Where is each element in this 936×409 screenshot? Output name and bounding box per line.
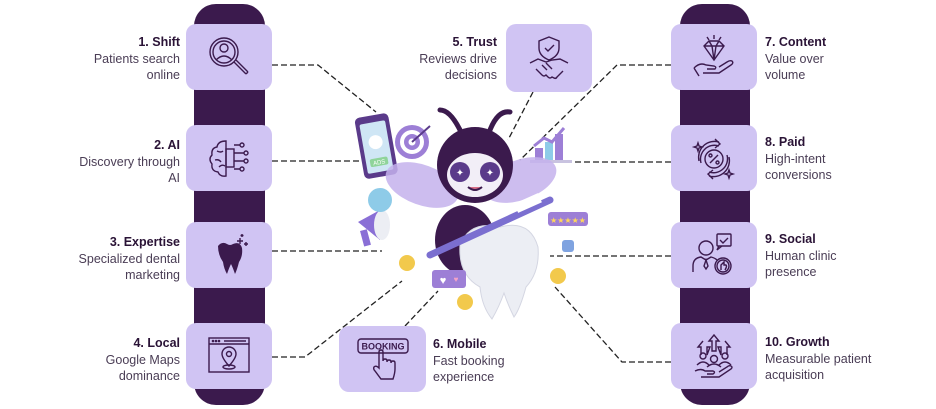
item-3-line2: marketing bbox=[125, 268, 180, 282]
item-2-box bbox=[186, 125, 272, 191]
item-8-line2: conversions bbox=[765, 168, 832, 182]
connector-4 bbox=[272, 280, 403, 358]
svg-text:✦: ✦ bbox=[486, 168, 494, 179]
five-star-review-icon: ★★★★★ bbox=[548, 212, 588, 226]
connector-5 bbox=[507, 91, 534, 141]
item-5-title: 5. Trust bbox=[452, 35, 497, 49]
item-6-line1: Fast booking bbox=[433, 353, 505, 368]
bee-mascot-illustration: ADS ✦ ✦ ♥ ♥ bbox=[354, 107, 588, 320]
item-6-label: 6. Mobile Fast booking experience bbox=[433, 336, 505, 386]
item-7-line2: volume bbox=[765, 68, 806, 82]
shield-handshake-icon bbox=[529, 36, 569, 80]
tooth-chat-bubble-icon bbox=[368, 188, 392, 212]
tooth-illustration bbox=[459, 224, 539, 320]
connector-7 bbox=[519, 64, 671, 161]
coin-icon bbox=[399, 255, 415, 271]
item-10-title: 10. Growth bbox=[765, 335, 830, 349]
item-7-line1: Value over bbox=[765, 51, 824, 66]
item-10-label: 10. Growth Measurable patient acquisitio… bbox=[765, 334, 871, 384]
item-2-line1: Discovery through bbox=[79, 154, 180, 169]
brain-circuit-icon bbox=[209, 140, 249, 177]
item-5-line2: decisions bbox=[444, 68, 497, 82]
coin-icon bbox=[550, 268, 566, 284]
item-5-box bbox=[506, 24, 592, 92]
magnifier-doctor-icon bbox=[209, 37, 249, 75]
tooth-sparkle-icon bbox=[218, 234, 248, 274]
connector-10 bbox=[554, 286, 671, 363]
megaphone-icon bbox=[358, 210, 390, 247]
item-1-label: 1. Shift Patients search online bbox=[94, 34, 180, 84]
item-8-label: 8. Paid High-intent conversions bbox=[765, 134, 832, 184]
smartphone-ad-icon: ADS bbox=[354, 113, 398, 179]
diamond-hand-icon bbox=[693, 35, 734, 77]
svg-text:★★★★★: ★★★★★ bbox=[550, 216, 586, 225]
item-9-line1: Human clinic bbox=[765, 248, 837, 263]
booking-tap-icon: BOOKING bbox=[356, 338, 409, 380]
item-5-label: 5. Trust Reviews drive decisions bbox=[419, 34, 497, 84]
svg-text:♥: ♥ bbox=[440, 275, 447, 287]
item-6-title: 6. Mobile bbox=[433, 337, 487, 351]
item-10-line1: Measurable patient bbox=[765, 351, 872, 366]
growth-people-icon bbox=[694, 333, 733, 378]
item-3-label: 3. Expertise Specialized dental marketin… bbox=[79, 234, 180, 284]
item-1-title: 1. Shift bbox=[138, 35, 180, 49]
item-8-title: 8. Paid bbox=[765, 135, 806, 149]
item-4-line2: dominance bbox=[118, 369, 180, 383]
item-1-line1: Patients search bbox=[93, 51, 180, 66]
item-3-line1: Specialized dental bbox=[78, 251, 180, 266]
item-7-label: 7. Content Value over volume bbox=[765, 34, 826, 84]
thumbs-up-icon bbox=[562, 240, 574, 252]
item-1-line2: online bbox=[146, 68, 180, 82]
booking-text: BOOKING bbox=[361, 342, 404, 352]
item-4-title: 4. Local bbox=[133, 336, 180, 350]
item-7-box bbox=[671, 24, 757, 90]
item-10-line2: acquisition bbox=[765, 368, 825, 382]
item-4-label: 4. Local Google Maps dominance bbox=[106, 335, 180, 385]
item-5-line1: Reviews drive bbox=[419, 51, 497, 66]
heart-chat-bubble-icon: ♥ ♥ bbox=[432, 270, 466, 288]
connector-1 bbox=[272, 64, 377, 113]
item-1-box bbox=[186, 24, 272, 90]
coin-icon bbox=[457, 294, 473, 310]
connector-6 bbox=[404, 290, 439, 327]
item-2-title: 2. AI bbox=[154, 138, 180, 152]
item-8-line1: High-intent bbox=[765, 151, 826, 166]
item-2-line2: AI bbox=[168, 171, 180, 185]
item-4-box bbox=[186, 323, 272, 389]
target-icon bbox=[395, 125, 431, 159]
phone-ad-badge: ADS bbox=[373, 159, 386, 167]
item-9-line2: presence bbox=[765, 265, 817, 279]
item-9-title: 9. Social bbox=[765, 232, 816, 246]
item-3-title: 3. Expertise bbox=[109, 235, 180, 249]
svg-text:✦: ✦ bbox=[456, 168, 464, 179]
browser-map-pin-icon bbox=[208, 337, 250, 373]
item-4-line1: Google Maps bbox=[105, 352, 180, 367]
item-9-box bbox=[671, 222, 757, 288]
item-9-label: 9. Social Human clinic presence bbox=[765, 231, 837, 281]
svg-text:♥: ♥ bbox=[454, 275, 459, 284]
person-chat-icon bbox=[692, 233, 732, 275]
percent-cycle-icon bbox=[691, 138, 736, 181]
item-3-box bbox=[186, 222, 272, 288]
item-6-box: BOOKING bbox=[339, 326, 426, 392]
item-2-label: 2. AI Discovery through AI bbox=[79, 137, 180, 187]
item-8-box bbox=[671, 125, 757, 191]
item-6-line2: experience bbox=[433, 370, 495, 384]
item-7-title: 7. Content bbox=[765, 35, 827, 49]
item-10-box bbox=[671, 323, 757, 389]
